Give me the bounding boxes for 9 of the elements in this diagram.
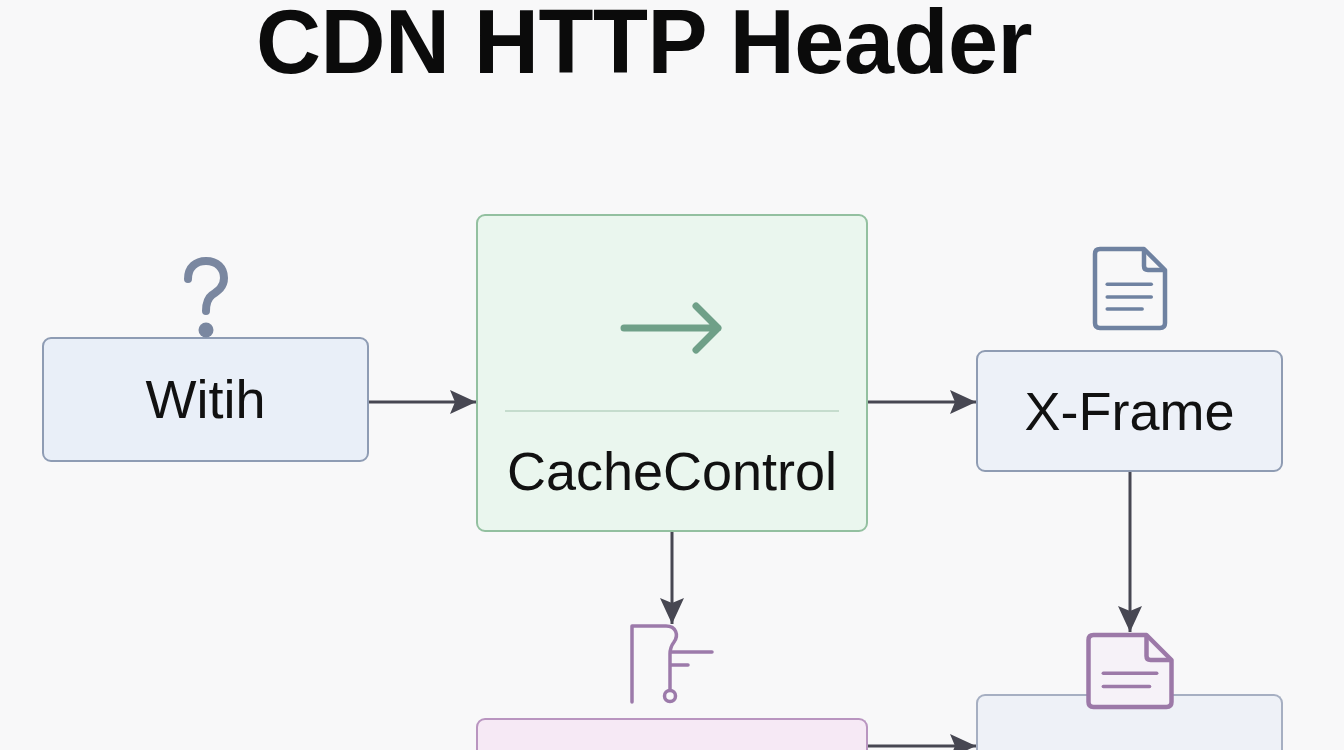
arrow (868, 734, 976, 750)
arrow (369, 390, 476, 414)
node-label: CacheControl (506, 439, 838, 503)
diagram-title: CDN HTTP Header (256, 0, 1032, 87)
arrow (660, 532, 684, 624)
node-label: Witih (145, 368, 266, 431)
arrow (868, 390, 976, 414)
node-label: X-Frame (1024, 379, 1235, 443)
arrow (1118, 472, 1142, 632)
